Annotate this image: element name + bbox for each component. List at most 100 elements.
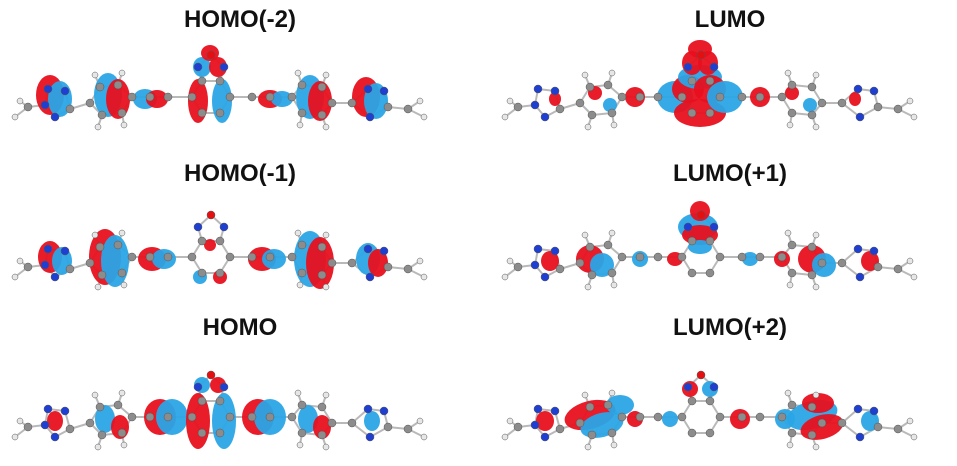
nitrogen-atom bbox=[50, 272, 60, 282]
nitrogen-atom bbox=[853, 84, 863, 94]
carbon-atom bbox=[893, 104, 903, 114]
hydrogen-atom bbox=[16, 417, 24, 425]
hydrogen-atom bbox=[94, 123, 102, 131]
carbon-atom bbox=[777, 252, 787, 262]
negative-lobe bbox=[707, 81, 743, 113]
positive-lobe bbox=[47, 411, 63, 431]
negative-lobe bbox=[606, 395, 634, 415]
positive-lobe bbox=[541, 251, 559, 271]
carbon-atom bbox=[737, 252, 747, 262]
carbon-atom bbox=[587, 110, 597, 120]
carbon-atom bbox=[575, 258, 585, 268]
hydrogen-atom bbox=[322, 391, 330, 399]
carbon-atom bbox=[113, 400, 123, 410]
carbon-atom bbox=[603, 240, 613, 250]
carbon-atom bbox=[145, 412, 155, 422]
nitrogen-atom bbox=[869, 86, 879, 96]
carbon-atom bbox=[297, 428, 307, 438]
title-homo-1: HOMO(-1) bbox=[184, 160, 296, 187]
carbon-atom bbox=[317, 270, 327, 280]
orbital-lobes-lumo+1 bbox=[541, 201, 879, 277]
hydrogen-atom bbox=[296, 441, 304, 449]
carbon-atom bbox=[225, 252, 235, 262]
carbon-atom bbox=[247, 92, 257, 102]
nitrogen-atom bbox=[40, 100, 50, 110]
oxygen-atom bbox=[206, 210, 216, 220]
hydrogen-atom bbox=[784, 69, 792, 77]
carbon-atom bbox=[117, 428, 127, 438]
carbon-atom bbox=[873, 102, 883, 112]
carbon-atom bbox=[317, 82, 327, 92]
nitrogen-atom bbox=[530, 100, 540, 110]
hydrogen-atom bbox=[120, 281, 128, 289]
nitrogen-atom bbox=[550, 406, 560, 416]
carbon-atom bbox=[705, 428, 715, 438]
carbon-atom bbox=[297, 268, 307, 278]
hydrogen-atom bbox=[416, 97, 424, 105]
negative-lobe bbox=[803, 98, 817, 112]
carbon-atom bbox=[817, 98, 827, 108]
carbon-atom bbox=[95, 82, 105, 92]
carbon-atom bbox=[297, 240, 307, 250]
carbon-atom bbox=[653, 92, 663, 102]
molecule-lumo bbox=[501, 40, 918, 131]
hydrogen-atom bbox=[322, 231, 330, 239]
carbon-atom bbox=[817, 418, 827, 428]
carbon-atom bbox=[715, 252, 725, 262]
hydrogen-atom bbox=[906, 417, 914, 425]
carbon-atom bbox=[327, 258, 337, 268]
carbon-atom bbox=[265, 252, 275, 262]
nitrogen-atom bbox=[363, 84, 373, 94]
hydrogen-atom bbox=[120, 121, 128, 129]
hydrogen-atom bbox=[906, 97, 914, 105]
hydrogen-atom bbox=[812, 231, 820, 239]
molecule-homo bbox=[11, 370, 428, 451]
hydrogen-atom bbox=[296, 121, 304, 129]
atoms-homo-2 bbox=[11, 50, 428, 131]
hydrogen-atom bbox=[91, 391, 99, 399]
carbon-atom bbox=[715, 412, 725, 422]
carbon-atom bbox=[265, 92, 275, 102]
carbon-atom bbox=[653, 252, 663, 262]
carbon-atom bbox=[603, 400, 613, 410]
hydrogen-atom bbox=[420, 113, 428, 121]
nitrogen-atom bbox=[540, 432, 550, 442]
hydrogen-atom bbox=[610, 441, 618, 449]
carbon-atom bbox=[607, 108, 617, 118]
nitrogen-atom bbox=[50, 432, 60, 442]
carbon-atom bbox=[215, 108, 225, 118]
hydrogen-atom bbox=[94, 443, 102, 451]
carbon-atom bbox=[635, 92, 645, 102]
carbon-atom bbox=[837, 258, 847, 268]
carbon-atom bbox=[607, 268, 617, 278]
carbon-atom bbox=[215, 236, 225, 246]
negative-lobe bbox=[262, 249, 286, 269]
carbon-atom bbox=[585, 82, 595, 92]
carbon-atom bbox=[197, 428, 207, 438]
hydrogen-atom bbox=[610, 121, 618, 129]
carbon-atom bbox=[787, 80, 797, 90]
hydrogen-atom bbox=[322, 71, 330, 79]
negative-lobe bbox=[590, 253, 614, 277]
molecule-lumo+2 bbox=[501, 370, 918, 451]
hydrogen-atom bbox=[610, 281, 618, 289]
positive-lobe bbox=[785, 86, 799, 100]
carbon-atom bbox=[287, 412, 297, 422]
nitrogen-atom bbox=[60, 406, 70, 416]
hydrogen-atom bbox=[91, 231, 99, 239]
carbon-atom bbox=[145, 252, 155, 262]
carbon-atom bbox=[737, 412, 747, 422]
carbon-atom bbox=[587, 270, 597, 280]
positive-lobe bbox=[549, 92, 561, 106]
carbon-atom bbox=[737, 92, 747, 102]
carbon-atom bbox=[383, 422, 393, 432]
carbon-atom bbox=[317, 242, 327, 252]
carbon-atom bbox=[65, 424, 75, 434]
carbon-atom bbox=[23, 262, 33, 272]
nitrogen-atom bbox=[219, 222, 229, 232]
carbon-atom bbox=[705, 236, 715, 246]
carbon-atom bbox=[403, 264, 413, 274]
carbon-atom bbox=[755, 92, 765, 102]
hydrogen-atom bbox=[812, 283, 820, 291]
title-lumo: LUMO bbox=[694, 6, 766, 33]
